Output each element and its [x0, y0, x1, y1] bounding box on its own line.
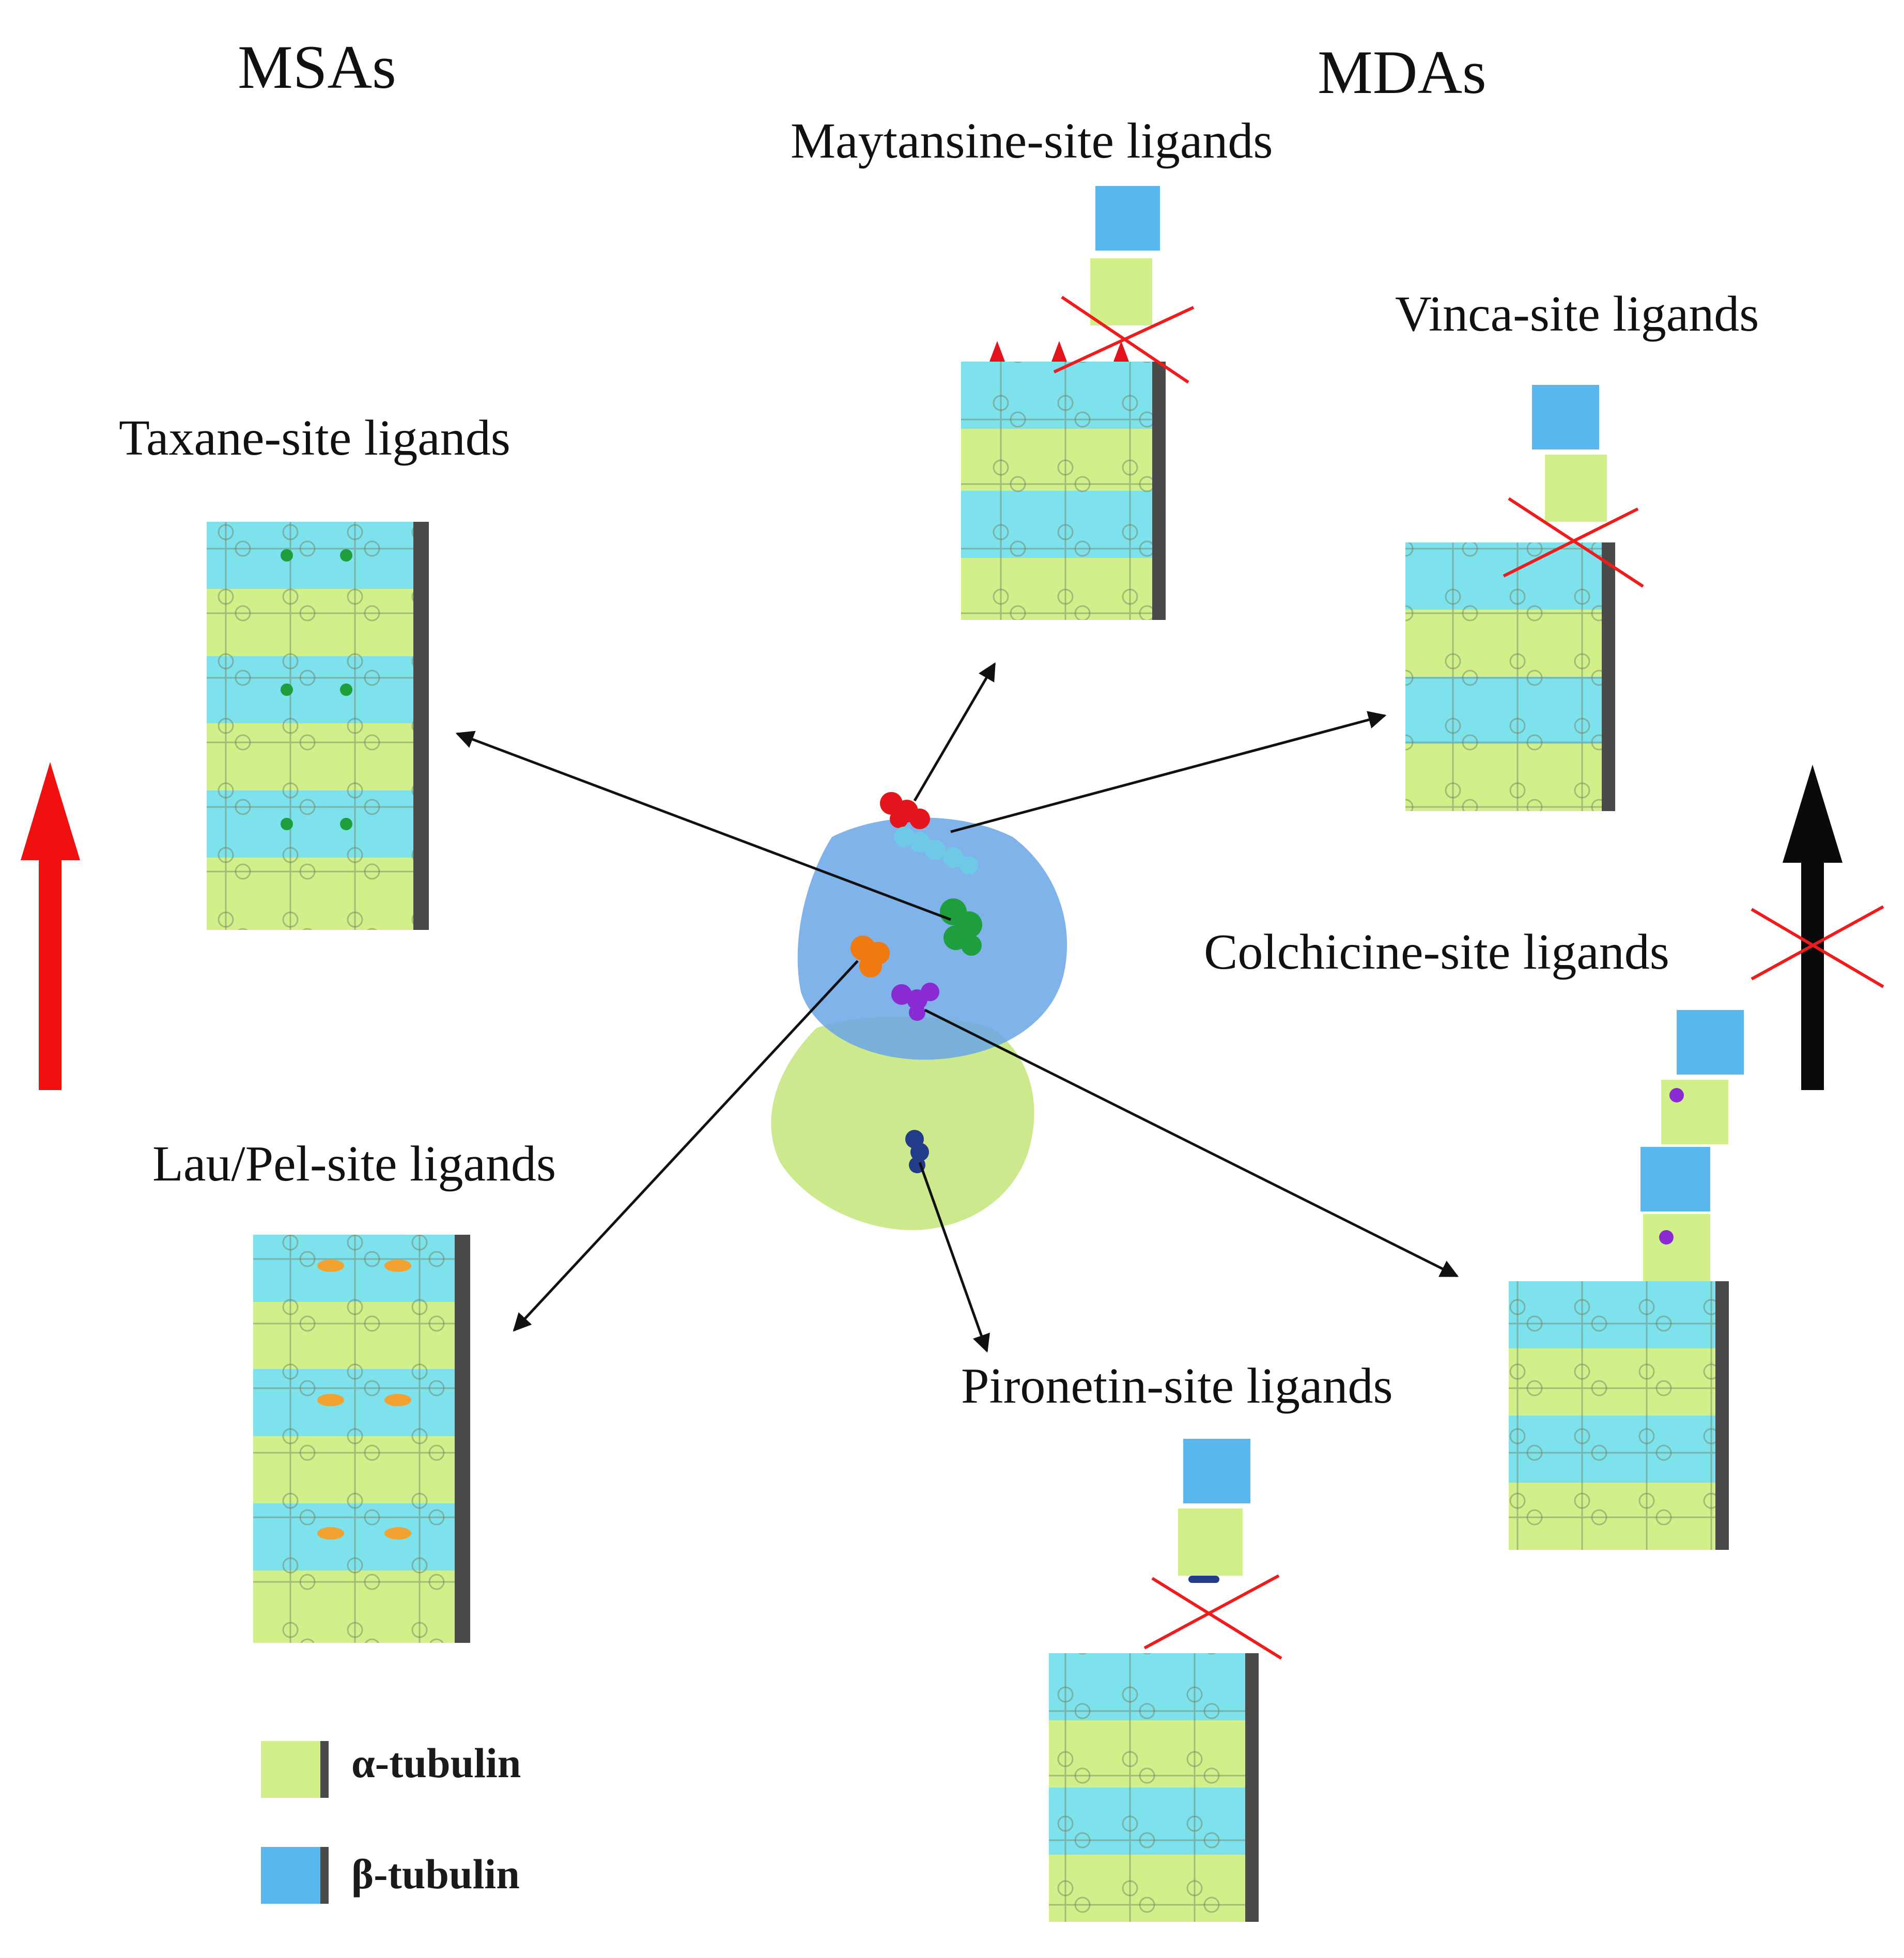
stabilization-arrow: [21, 762, 80, 1090]
alpha-tubulin-swatch-icon: [261, 1741, 320, 1798]
header-msas: MSAs: [238, 33, 396, 101]
vinca-ligand: [894, 827, 978, 875]
pironetin-microtubule-assembly: [1049, 1439, 1282, 1922]
label-taxane-site: Taxane-site ligands: [119, 410, 510, 466]
arrow-to-maytansine: [913, 662, 996, 802]
colchicine-microtubule-assembly: [1509, 1010, 1744, 1550]
legend-beta-tubulin: β-tubulin: [261, 1847, 520, 1904]
beta-tubulin-surface: [797, 817, 1067, 1060]
taxane-microtubule-assembly: [207, 522, 429, 930]
label-vinca-site: Vinca-site ligands: [1395, 286, 1759, 342]
beta-tubulin-swatch-icon: [261, 1847, 320, 1904]
destabilization-arrow: [1783, 765, 1843, 1090]
arrow-to-colchicine: [924, 1008, 1459, 1278]
arrow-to-taxane: [455, 731, 951, 921]
laupel-microtubule-assembly: [253, 1235, 470, 1643]
label-pironetin-site: Pironetin-site ligands: [961, 1358, 1393, 1414]
maytansine-ligand: [880, 792, 930, 829]
label-colchicine-site: Colchicine-site ligands: [1204, 924, 1669, 980]
legend: α-tubulin β-tubulin: [261, 1739, 521, 1904]
laupel-ligand: [850, 936, 890, 977]
vinca-microtubule-assembly: [1405, 385, 1644, 811]
legend-alpha-label: α-tubulin: [351, 1739, 521, 1786]
blocked-polymerization-cross-icon: [1751, 905, 1884, 988]
arrow-to-laupel: [513, 960, 859, 1332]
maytansine-microtubule-assembly: [961, 186, 1195, 620]
legend-alpha-tubulin: α-tubulin: [261, 1739, 521, 1798]
arrow-to-pironetin: [918, 1162, 990, 1353]
pironetin-ligand: [905, 1130, 929, 1173]
alpha-tubulin-surface: [771, 1016, 1034, 1231]
arrow-to-vinca: [950, 711, 1387, 833]
label-laupel-site: Lau/Pel-site ligands: [152, 1136, 556, 1192]
label-maytansine-site: Maytansine-site ligands: [791, 113, 1273, 169]
connector-arrows: [455, 662, 1459, 1353]
legend-beta-label: β-tubulin: [351, 1851, 520, 1898]
tubulin-dimer-structure: [771, 792, 1067, 1231]
header-mdas: MDAs: [1318, 38, 1487, 106]
colchicine-ligand: [891, 983, 939, 1021]
